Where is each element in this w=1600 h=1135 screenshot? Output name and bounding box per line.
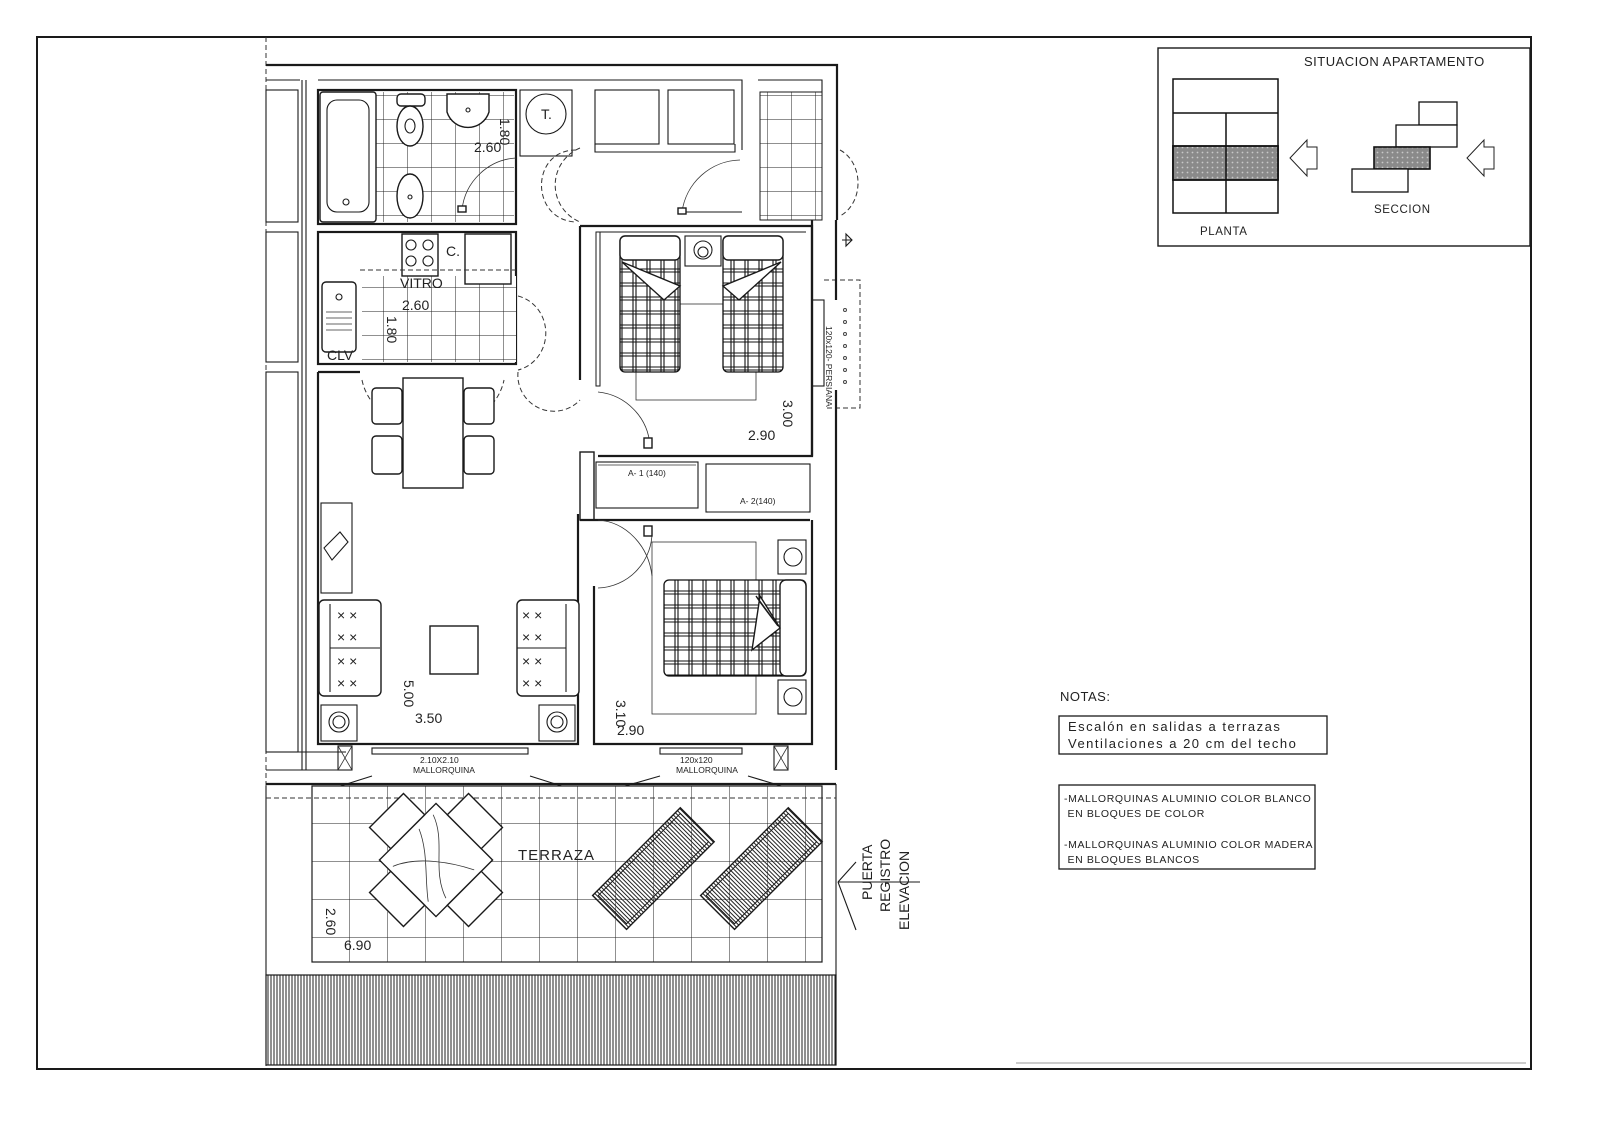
svg-text:3.50: 3.50 (415, 710, 442, 726)
bathroom: 1.80 2.60 (316, 88, 518, 226)
terrace-label: TERRAZA (518, 847, 595, 864)
sofa-right: × × × × × × × × (516, 599, 580, 697)
entrance-arrow-icon (842, 232, 853, 248)
svg-text:× ×: × × (522, 653, 542, 669)
svg-text:A- 1 (140): A- 1 (140) (628, 468, 666, 478)
svg-text:× ×: × × (337, 629, 357, 645)
water-heater-icon (525, 93, 567, 135)
svg-text:EN BLOQUES BLANCOS: EN BLOQUES BLANCOS (1064, 854, 1200, 866)
washbasin-icon (446, 93, 490, 129)
terrace: TERRAZA 2.60 6.90 PUERTA REGISTRO ELEVAC… (265, 784, 920, 1066)
svg-text:× ×: × × (522, 629, 542, 645)
bathroom-depth: 1.80 (497, 118, 513, 145)
svg-text:-MALLORQUINAS ALUMINIO COLOR M: -MALLORQUINAS ALUMINIO COLOR MADERA (1064, 839, 1313, 851)
bedroom-1: 2.90 3.00 120x120- PERSIANA (578, 220, 861, 770)
svg-text:Ventilaciones a 20 cm del tech: Ventilaciones a 20 cm del techo (1068, 736, 1297, 751)
svg-text:-MALLORQUINAS ALUMINIO COLOR B: -MALLORQUINAS ALUMINIO COLOR BLANCO (1064, 793, 1311, 805)
bidet-icon (396, 173, 424, 219)
svg-text:2.60: 2.60 (402, 297, 429, 313)
living-room: × × × × × × × × × × × × × × × × 5.00 3.5… (316, 370, 581, 746)
fridge-icon (464, 233, 512, 285)
svg-text:ELEVACION: ELEVACION (896, 851, 912, 930)
svg-text:REGISTRO: REGISTRO (877, 839, 893, 912)
svg-text:2.90: 2.90 (617, 722, 644, 738)
svg-text:120x120- PERSIANA: 120x120- PERSIANA (824, 326, 834, 407)
toilet-icon (396, 93, 426, 147)
svg-text:Escalón en salidas a terrazas: Escalón en salidas a terrazas (1068, 719, 1281, 734)
sun-lounger-icon (591, 806, 716, 931)
svg-text:3.00: 3.00 (780, 400, 796, 427)
highlighted-unit-section (1373, 146, 1431, 170)
arrow-left-icon (1466, 138, 1495, 178)
terrace-table-icon (368, 792, 504, 928)
bedroom-2: 3.10 2.90 (592, 519, 814, 746)
laundry-sink-icon (321, 281, 357, 353)
svg-text:MALLORQUINA: MALLORQUINA (676, 765, 738, 775)
svg-text:CLV: CLV (327, 347, 354, 363)
svg-text:EN BLOQUES DE COLOR: EN BLOQUES DE COLOR (1064, 808, 1205, 820)
svg-text:× ×: × × (337, 675, 357, 691)
sofa-left: × × × × × × × × (318, 599, 382, 697)
kitchen: C. VITRO 2.60 1.80 CLV (316, 230, 547, 371)
svg-text:× ×: × × (337, 653, 357, 669)
svg-text:5.00: 5.00 (401, 680, 417, 707)
svg-text:× ×: × × (522, 607, 542, 623)
svg-text:120x120: 120x120 (680, 755, 713, 765)
key-plan: SITUACION APARTAMENTO PLANTA SECCION (1157, 47, 1531, 247)
svg-text:PUERTA: PUERTA (859, 844, 875, 900)
svg-text:A- 2(140): A- 2(140) (740, 496, 776, 506)
bathroom-width: 2.60 (474, 139, 501, 155)
svg-text:6.90: 6.90 (344, 937, 371, 953)
key-plan-title: SITUACION APARTAMENTO (1304, 54, 1485, 69)
svg-text:2.90: 2.90 (748, 427, 775, 443)
svg-text:VITRO: VITRO (400, 275, 443, 291)
coffee-table (429, 625, 479, 675)
dining-table (402, 377, 464, 489)
floor-plan: 1.80 2.60 T. C. (265, 63, 920, 1066)
svg-text:× ×: × × (522, 675, 542, 691)
svg-text:2.60: 2.60 (323, 908, 339, 935)
notes-heading: NOTAS: (1060, 689, 1110, 704)
arrow-left-icon (1289, 138, 1318, 178)
notes: NOTAS: Escalón en salidas a terrazas Ven… (1058, 689, 1328, 870)
svg-text:3.10: 3.10 (613, 700, 629, 727)
sun-lounger-icon (699, 806, 824, 931)
svg-text:C.: C. (446, 243, 460, 259)
svg-text:SECCION: SECCION (1374, 204, 1431, 216)
sheet-border (36, 36, 1532, 1070)
svg-text:PLANTA: PLANTA (1200, 226, 1247, 238)
svg-text:1.80: 1.80 (384, 316, 400, 343)
svg-text:× ×: × × (337, 607, 357, 623)
bathtub-icon (319, 91, 377, 223)
closets: A- 1 (140) A- 2(140) (579, 451, 811, 522)
svg-text:2.10X2.10: 2.10X2.10 (420, 755, 459, 765)
svg-text:MALLORQUINA: MALLORQUINA (413, 765, 475, 775)
svg-text:T.: T. (541, 106, 552, 122)
